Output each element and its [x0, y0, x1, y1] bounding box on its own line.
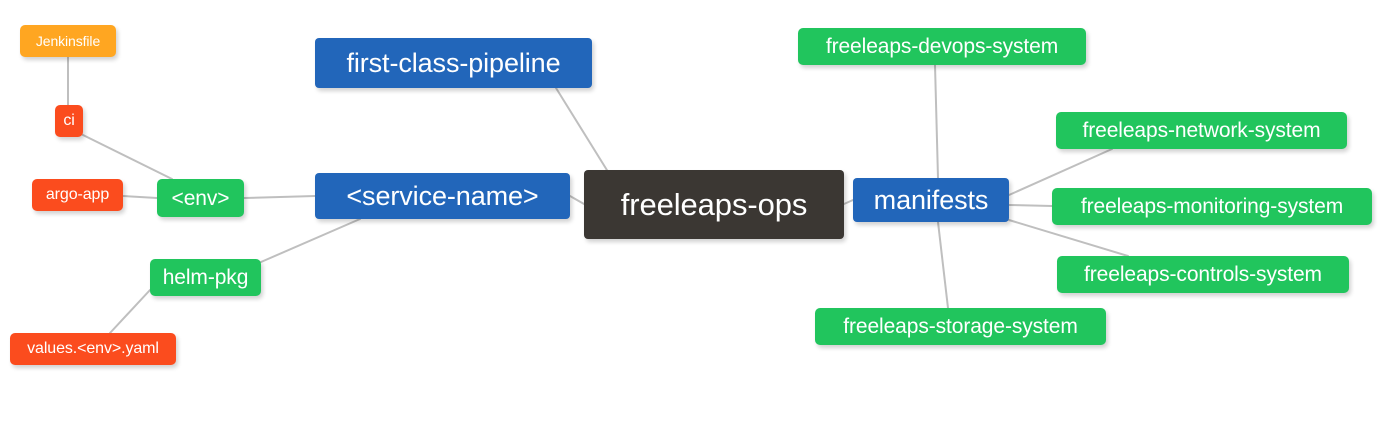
edge-service-name-to-env: [243, 195, 316, 199]
edge-manifests-to-freeleaps-storage-system: [937, 221, 949, 309]
edge-freeleaps-ops-to-service-name: [569, 195, 585, 205]
edge-manifests-to-freeleaps-devops-system: [934, 64, 939, 179]
edge-manifests-to-freeleaps-monitoring-system: [1008, 204, 1053, 207]
node-freeleaps-storage-system[interactable]: freeleaps-storage-system: [815, 308, 1106, 345]
node-first-class-pipeline[interactable]: first-class-pipeline: [315, 38, 592, 88]
node-freeleaps-network-system[interactable]: freeleaps-network-system: [1056, 112, 1347, 149]
node-argo-app[interactable]: argo-app: [32, 179, 123, 211]
node-freeleaps-ops[interactable]: freeleaps-ops: [584, 170, 844, 239]
edge-freeleaps-ops-to-manifests: [843, 199, 854, 205]
edge-freeleaps-ops-to-first-class-pipeline: [555, 87, 611, 176]
node-env[interactable]: <env>: [157, 179, 244, 217]
node-service-name[interactable]: <service-name>: [315, 173, 570, 219]
node-values-env-yaml[interactable]: values.<env>.yaml: [10, 333, 176, 365]
edge-manifests-to-freeleaps-controls-system: [1008, 219, 1129, 257]
node-freeleaps-devops-system[interactable]: freeleaps-devops-system: [798, 28, 1086, 65]
node-Jenkinsfile[interactable]: Jenkinsfile: [20, 25, 116, 57]
edge-env-to-ci: [82, 134, 173, 180]
node-freeleaps-monitoring-system[interactable]: freeleaps-monitoring-system: [1052, 188, 1372, 225]
node-manifests[interactable]: manifests: [853, 178, 1009, 222]
edge-env-to-argo-app: [122, 195, 158, 199]
node-helm-pkg[interactable]: helm-pkg: [150, 259, 261, 296]
node-ci[interactable]: ci: [55, 105, 83, 137]
node-freeleaps-controls-system[interactable]: freeleaps-controls-system: [1057, 256, 1349, 293]
edge-helm-pkg-to-values-env-yaml: [109, 289, 151, 334]
edge-service-name-to-helm-pkg: [260, 218, 361, 263]
